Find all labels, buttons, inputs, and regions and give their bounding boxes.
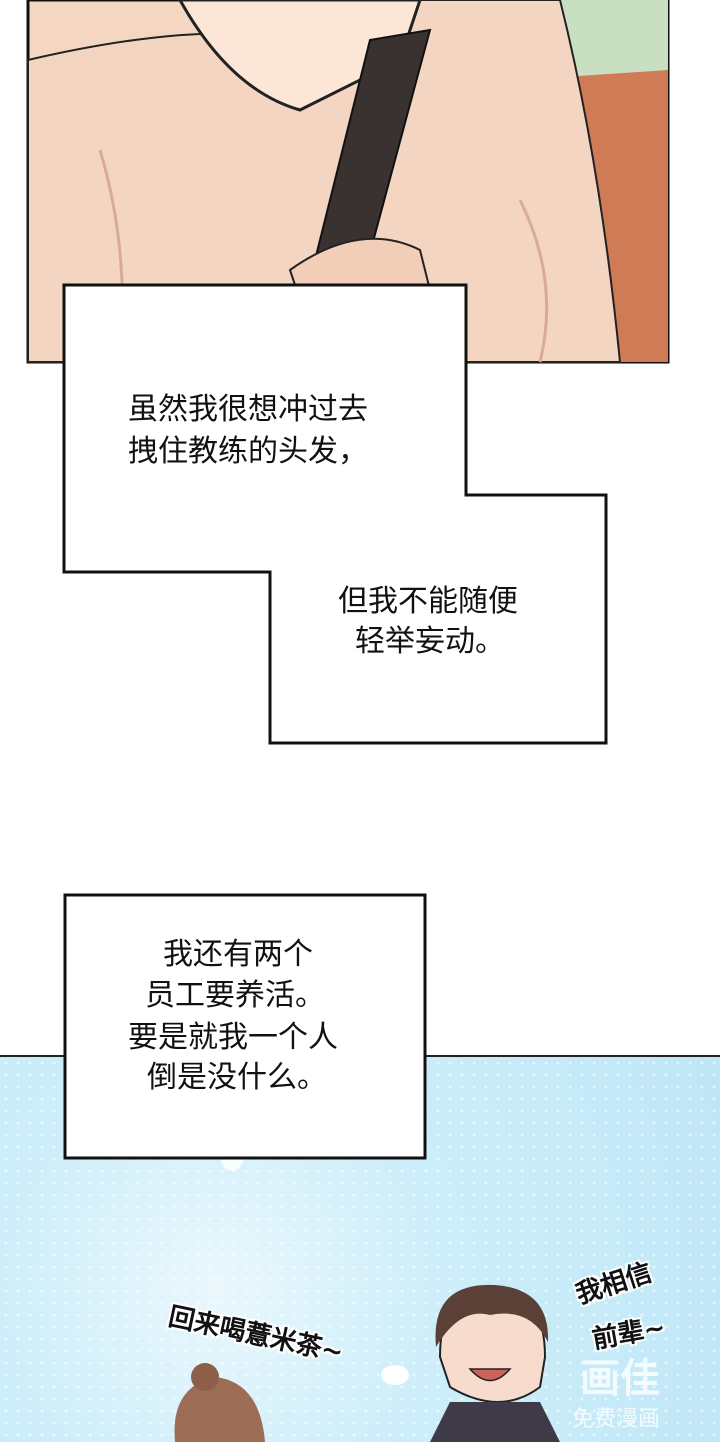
woman-hair xyxy=(174,1377,265,1442)
narration-3-line1: 我还有两个 xyxy=(163,937,313,972)
narration-3-line4: 倒是没什么。 xyxy=(147,1060,327,1095)
narration-1-line1: 虽然我很想冲过去 xyxy=(128,392,368,427)
watermark-caption: 免费漫画 xyxy=(572,1407,661,1432)
narration-2-line1: 但我不能随便 xyxy=(338,584,518,619)
narration-3-line2: 员工要养活。 xyxy=(145,978,325,1013)
narration-3-line3: 要是就我一个人 xyxy=(128,1020,338,1055)
narration-2-line2: 轻举妄动。 xyxy=(355,624,505,659)
characters-illustration xyxy=(174,1139,560,1442)
comic-panel-characters: 回来喝薏米茶~ 我相信 前辈~ 画佳 免费漫画 xyxy=(0,1055,720,1442)
collar xyxy=(178,0,422,112)
narration-1-line2: 拽住教练的头发， xyxy=(128,434,368,469)
comic-panel-shirt xyxy=(26,0,670,364)
man-hair xyxy=(435,1284,549,1347)
watermark-logo: 画佳 xyxy=(580,1356,660,1402)
man-shirt xyxy=(430,1402,560,1442)
